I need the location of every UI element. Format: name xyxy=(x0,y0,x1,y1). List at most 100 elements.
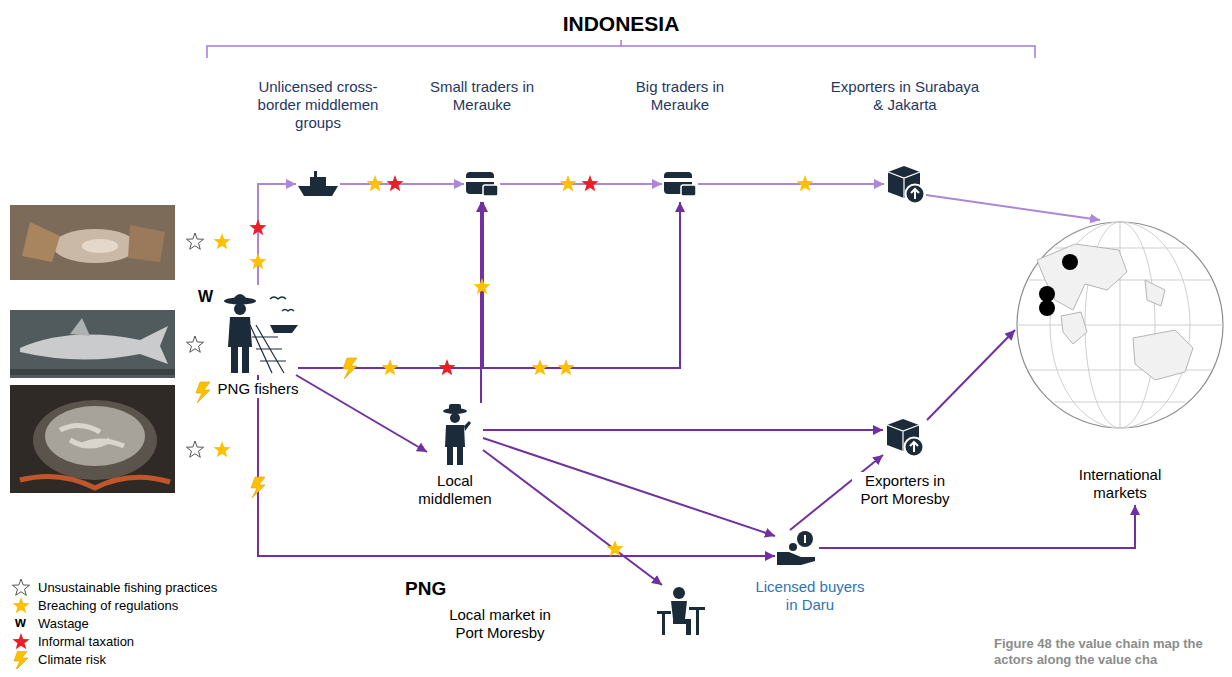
boat-icon-part xyxy=(314,171,317,177)
globe-icon-part-part xyxy=(1062,254,1078,270)
globe-icon-part-part xyxy=(1061,312,1087,344)
exporter-icon-part xyxy=(905,438,924,457)
wastage-mark: W xyxy=(198,288,213,306)
unsustainable-star-part xyxy=(186,233,203,249)
trader-icon-part xyxy=(664,178,692,182)
fish-photo-part xyxy=(82,239,118,253)
globe-icon-part-part xyxy=(1039,300,1055,316)
flow-arrow xyxy=(483,450,662,585)
middleman-icon-part-part xyxy=(464,421,471,431)
fish-photo-part xyxy=(53,229,137,263)
actor-label: International markets xyxy=(1064,466,1176,502)
exporters-indonesia: Exporters in Surabaya & Jakarta xyxy=(884,162,926,204)
flow-arrow xyxy=(340,183,464,185)
shark-photo xyxy=(10,310,175,378)
climate-bolt-part xyxy=(343,358,357,379)
actor-label: Local middlemen xyxy=(404,472,506,508)
legend-text: Climate risk xyxy=(38,652,106,668)
legend-row: Climate risk xyxy=(10,651,217,669)
actor-label: Licensed buyers in Daru xyxy=(750,578,870,614)
globe-icon xyxy=(1015,220,1225,430)
buyer-icon-part-part xyxy=(797,531,813,547)
cooking-photo-part xyxy=(10,385,175,493)
big-traders: Big traders in Merauke xyxy=(662,166,698,202)
legend-symbol xyxy=(10,579,32,597)
legend-text: Informal taxation xyxy=(38,634,134,650)
exporter-icon-part xyxy=(911,189,919,199)
shark-photo-part xyxy=(10,369,175,375)
actor-label: Exporters in Surabaya & Jakarta xyxy=(826,78,984,114)
middleman-icon-part xyxy=(443,404,471,465)
buyer-icon-part-part xyxy=(789,543,797,551)
flow-arrow xyxy=(500,183,662,185)
legend-symbol xyxy=(10,597,32,615)
actor-label: Big traders in Merauke xyxy=(619,78,741,114)
cooking-photo xyxy=(10,385,175,493)
regulation-star xyxy=(213,175,813,556)
flow-arrow xyxy=(927,330,1015,420)
market-icon-part-part xyxy=(673,587,685,599)
flow-arrow xyxy=(258,184,296,285)
cooking-photo-part xyxy=(60,425,124,446)
fisher-icon-part xyxy=(250,325,286,373)
market-icon-part-part xyxy=(673,619,691,635)
globe-icon-part xyxy=(1017,222,1223,428)
unsustainable-star-part xyxy=(186,441,203,457)
middleman-icon-part-part xyxy=(449,404,461,411)
cross-border-middlemen: Unlicensed cross- border middlemen group… xyxy=(296,170,340,198)
legend-row: Wastage xyxy=(10,615,217,633)
climate-bolt-part xyxy=(251,477,265,498)
flow-arrow xyxy=(296,375,427,452)
fisher-icon-part-part xyxy=(270,325,298,333)
regulation-star-part xyxy=(796,175,813,191)
legend-text: Wastage xyxy=(38,616,89,632)
fish-photo xyxy=(10,205,175,280)
fisher-icon-part-part xyxy=(228,317,252,347)
regulation-star-part xyxy=(531,359,548,375)
buyer-icon-part xyxy=(777,531,815,565)
buyer-icon xyxy=(775,530,819,566)
middleman-icon-part-part xyxy=(447,447,453,465)
shark-photo-part xyxy=(70,318,90,336)
flow-arrow xyxy=(819,505,1135,548)
boat-icon-part xyxy=(298,186,338,196)
exporter-icon xyxy=(883,415,927,459)
fish-photo-part xyxy=(10,205,175,280)
shark-photo-part xyxy=(20,326,168,364)
regulation-star-part xyxy=(606,540,623,556)
legend-symbol-part xyxy=(12,597,29,613)
market-icon-part-part xyxy=(696,610,699,635)
trader-icon-part xyxy=(466,178,494,182)
fisher-icon-part-part xyxy=(231,347,238,373)
exporter-icon-part xyxy=(887,419,919,451)
regulation-star-part xyxy=(559,175,576,191)
small-traders: Small traders in Merauke xyxy=(464,166,500,202)
legend-wastage-symbol: w xyxy=(15,614,26,630)
climate-bolt-part xyxy=(196,382,210,403)
flow-arrow xyxy=(298,202,680,368)
legend-symbol xyxy=(10,651,32,669)
middleman-icon-part-part xyxy=(457,447,463,465)
globe-icon-part xyxy=(1037,244,1193,380)
exporter-icon-part xyxy=(888,166,920,198)
taxation-star-part xyxy=(581,175,598,191)
boat-icon xyxy=(296,170,340,198)
fisher-icon-part-part xyxy=(242,347,249,373)
taxation-star-part xyxy=(438,359,455,375)
market-icon xyxy=(655,585,707,637)
regulation-star-part xyxy=(366,175,383,191)
globe-icon-part xyxy=(1039,254,1078,316)
market-icon-part-part xyxy=(662,614,665,635)
actor-label: Exporters in Port Moresby xyxy=(852,472,959,508)
globe-icon-part-part xyxy=(1039,286,1055,302)
actor-label: Local market in Port Moresby xyxy=(437,606,564,642)
unsustainable-star-part xyxy=(186,336,203,352)
exporter-icon xyxy=(884,162,926,204)
flow-arrow xyxy=(483,438,775,536)
local-market: Local market in Port Moresby xyxy=(655,585,707,637)
fisher-icon-part xyxy=(270,297,294,311)
middleman-icon xyxy=(427,403,483,465)
market-icon-part-part xyxy=(689,607,705,610)
diagram-title: INDONESIA xyxy=(563,12,680,36)
flow-arrow xyxy=(298,202,483,368)
